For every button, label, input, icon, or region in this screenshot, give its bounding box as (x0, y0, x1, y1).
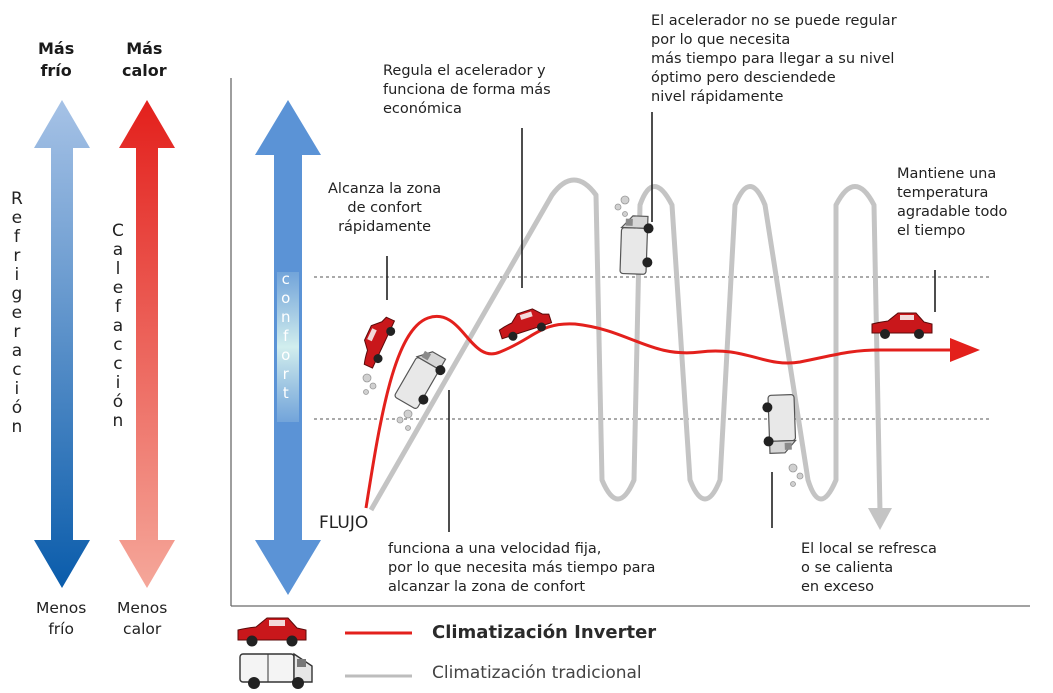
annotation-fixed-speed: funciona a una velocidad fija, por lo qu… (388, 541, 656, 595)
cooling-top-label: Más frío (38, 39, 75, 80)
inverter-curve (364, 314, 980, 509)
vertical-letter: g (11, 284, 23, 304)
red-car-icon (871, 312, 933, 339)
vertical-letter: e (112, 278, 124, 298)
annotation-reaches-comfort: Alcanza la zona de confort rápidamente (328, 181, 442, 235)
white-van-icon (762, 393, 797, 454)
annotation-throttle-not-adjustable: El acelerador no se puede regular por lo… (651, 13, 897, 105)
comfort-arrow (255, 100, 321, 595)
vertical-letter: e (11, 303, 23, 323)
red-car-icon (498, 308, 553, 341)
vertical-letter: n (281, 308, 291, 326)
vertical-letter: r (282, 365, 289, 383)
vertical-letter: i (14, 379, 20, 399)
vertical-letter: t (282, 384, 289, 402)
vertical-letter: C (112, 221, 124, 241)
vertical-letter: f (114, 297, 121, 317)
vertical-letter: c (12, 360, 22, 380)
traditional-curve (368, 177, 892, 530)
red-car-icon (363, 316, 396, 369)
legend-inverter-label: Climatización Inverter (432, 622, 657, 643)
exhaust-puffs (362, 195, 804, 487)
vertical-letter: n (112, 411, 124, 431)
legend-white-van-icon (239, 652, 313, 689)
vertical-letter: n (11, 417, 23, 437)
vertical-letter: i (14, 265, 20, 285)
leader-lines (386, 112, 936, 532)
cooling-bottom-label: Menos frío (36, 599, 87, 638)
vertical-letter: a (112, 240, 124, 260)
vertical-letter: e (11, 208, 23, 228)
vertical-letter: c (281, 270, 290, 288)
legend (237, 617, 412, 689)
vertical-letter: a (112, 316, 124, 336)
legend-red-car-icon (237, 617, 307, 647)
vertical-letter: r (13, 322, 21, 342)
vertical-letter: o (281, 289, 291, 307)
vertical-letter: ó (11, 398, 23, 418)
vertical-letter: R (11, 189, 23, 209)
vertical-letter: c (113, 354, 123, 374)
vertical-letter: ó (112, 392, 124, 412)
vertical-letter: f (13, 227, 20, 247)
vertical-letter: r (13, 246, 21, 266)
cooling-arrow (34, 100, 90, 588)
vertical-letter: o (281, 346, 291, 364)
annotation-overshoot: El local se refresca o se calienta en ex… (801, 541, 937, 595)
annotation-keeps-temperature: Mantiene una temperatura agradable todo … (897, 166, 1008, 239)
heating-arrow (119, 100, 175, 588)
white-van-icon (394, 350, 447, 409)
vertical-letter: c (113, 335, 123, 355)
heating-bottom-label: Menos calor (117, 599, 168, 638)
vertical-letter: l (115, 259, 121, 279)
annotation-regulates-throttle: Regula el acelerador y funciona de forma… (383, 63, 551, 117)
vertical-letter: i (115, 373, 121, 393)
vertical-letter: f (283, 327, 289, 345)
flow-label: FLUJO (319, 513, 369, 533)
heating-top-label: Más calor (122, 39, 167, 80)
legend-traditional-label: Climatización tradicional (432, 663, 642, 683)
chart-axes (230, 78, 1030, 607)
white-van-icon (619, 215, 654, 275)
vertical-letter: a (11, 341, 23, 361)
